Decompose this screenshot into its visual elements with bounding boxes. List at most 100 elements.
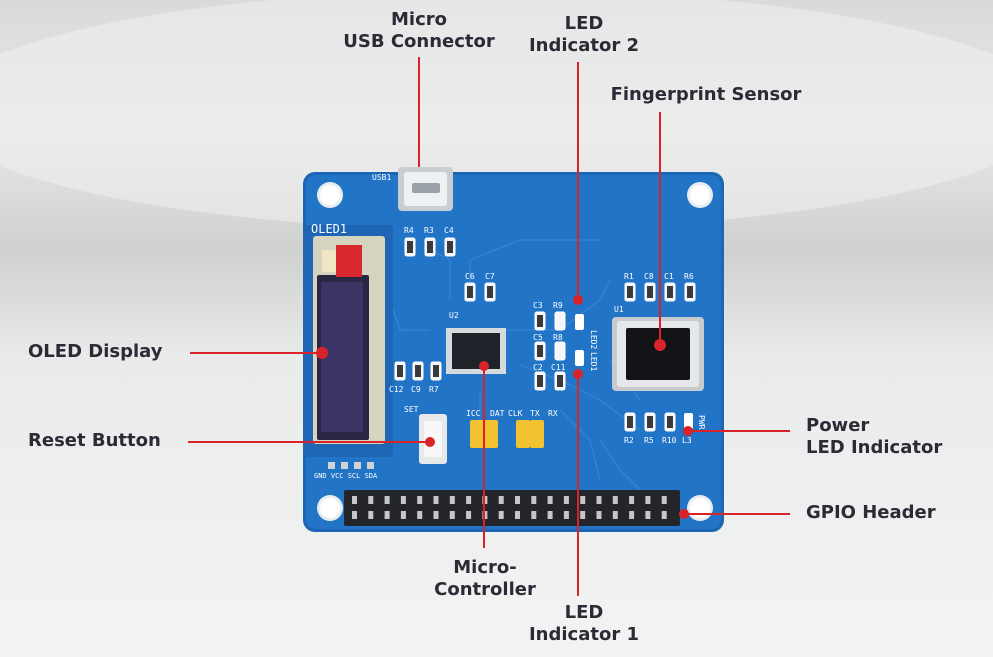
gpio-pin xyxy=(515,496,520,504)
gpio-header xyxy=(344,490,680,526)
r9-silk: R9 xyxy=(553,301,563,310)
gpio-pin xyxy=(368,511,374,519)
gpio-pin xyxy=(645,511,651,519)
gpio-pin xyxy=(466,496,472,504)
gpio-pin xyxy=(400,496,406,504)
gpio-pin xyxy=(629,496,635,504)
oled-pins-silk: GND VCC SCL SDA xyxy=(314,472,378,480)
set-silk: SET xyxy=(404,405,419,414)
c4-silk: C4 xyxy=(444,226,454,235)
label-led-indicator-2: LED Indicator 2 xyxy=(528,13,640,56)
gpio-pin xyxy=(661,511,667,519)
pcb-board xyxy=(303,172,724,532)
gpio-pin xyxy=(417,496,423,504)
led2-marker xyxy=(573,295,583,305)
c6-silk: C6 xyxy=(465,272,475,281)
micro-marker xyxy=(479,361,489,371)
label-usb-connector: Micro USB Connector xyxy=(343,9,495,52)
c5-silk: C5 xyxy=(533,333,543,342)
r6-silk: R6 xyxy=(684,272,694,281)
l3-silk: L3 xyxy=(682,436,692,445)
gpio-pin xyxy=(596,496,602,504)
rx-silk: RX xyxy=(548,409,558,418)
gpio-pin xyxy=(515,511,520,519)
r7-silk: R7 xyxy=(429,385,439,394)
pwr-silk: PWR xyxy=(697,415,706,430)
c7-silk: C7 xyxy=(485,272,495,281)
label-oled-display: OLED Display xyxy=(28,341,163,362)
c2-silk: C2 xyxy=(533,363,543,372)
fingerprint-sensor xyxy=(612,317,704,391)
gpio-pin xyxy=(368,496,374,504)
oled1-silk: OLED1 xyxy=(311,222,347,236)
gpio-pin xyxy=(580,511,586,519)
gpio-pin xyxy=(498,496,504,504)
usb-connector xyxy=(398,167,453,211)
fingerprint-marker xyxy=(654,339,666,351)
gpio-pin xyxy=(645,496,651,504)
r5-silk: R5 xyxy=(644,436,654,445)
c3-silk: C3 xyxy=(533,301,543,310)
c9-silk: C9 xyxy=(411,385,421,394)
led2-silk: LED2 xyxy=(589,330,598,349)
gpio-pin xyxy=(531,496,537,504)
u1-silk: U1 xyxy=(614,305,624,314)
gpio-pin xyxy=(352,511,357,519)
markers xyxy=(316,295,693,519)
usb1-silk: USB1 xyxy=(372,173,391,182)
gpio-pin xyxy=(596,511,602,519)
r2-silk: R2 xyxy=(624,436,634,445)
gpio-pin xyxy=(352,496,357,504)
gpio-marker xyxy=(679,509,689,519)
oled-module xyxy=(303,225,393,469)
icc-silk: ICC xyxy=(466,409,481,418)
u2-silk: U2 xyxy=(449,311,459,320)
power-led-chip xyxy=(684,413,693,429)
label-micro-controller: Micro- Controller xyxy=(434,557,536,600)
gpio-pin xyxy=(547,496,553,504)
gpio-pin xyxy=(433,496,439,504)
clk-silk: CLK xyxy=(508,409,523,418)
gpio-pin xyxy=(433,511,439,519)
gpio-pin xyxy=(531,511,537,519)
r10-silk: R10 xyxy=(662,436,677,445)
gpio-pin xyxy=(563,496,569,504)
label-reset-button: Reset Button xyxy=(28,430,161,451)
oled-marker xyxy=(316,347,328,359)
r4-silk: R4 xyxy=(404,226,414,235)
gpio-pin xyxy=(612,511,618,519)
power-marker xyxy=(683,426,693,436)
gpio-pin xyxy=(384,511,390,519)
label-power-led-indicator: Power LED Indicator xyxy=(806,415,943,458)
gpio-pin xyxy=(547,511,553,519)
led1-silk: LED1 xyxy=(589,352,598,371)
gpio-pin xyxy=(417,511,423,519)
label-led-indicator-1: LED Indicator 1 xyxy=(528,602,640,645)
gpio-pin xyxy=(384,496,390,504)
c8-silk: C8 xyxy=(644,272,654,281)
reset-marker xyxy=(425,437,435,447)
dat-silk: DAT xyxy=(490,409,505,418)
gpio-pin xyxy=(612,496,618,504)
jumpers xyxy=(470,420,544,448)
gpio-pin xyxy=(466,511,472,519)
gpio-pin xyxy=(563,511,569,519)
r8-silk: R8 xyxy=(553,333,563,342)
gpio-pin xyxy=(661,496,667,504)
c11-silk: C11 xyxy=(551,363,566,372)
gpio-pin xyxy=(629,511,635,519)
gpio-pin xyxy=(498,511,504,519)
gpio-pin xyxy=(400,511,406,519)
leader-lines xyxy=(188,57,790,596)
r1-silk: R1 xyxy=(624,272,634,281)
c12-silk: C12 xyxy=(389,385,404,394)
gpio-pin xyxy=(449,511,455,519)
led1-marker xyxy=(573,369,583,379)
label-gpio-header: GPIO Header xyxy=(806,502,936,523)
led2-chip xyxy=(575,314,584,330)
microcontroller-chip xyxy=(446,328,506,374)
tx-silk: TX xyxy=(530,409,540,418)
r3-silk: R3 xyxy=(424,226,434,235)
